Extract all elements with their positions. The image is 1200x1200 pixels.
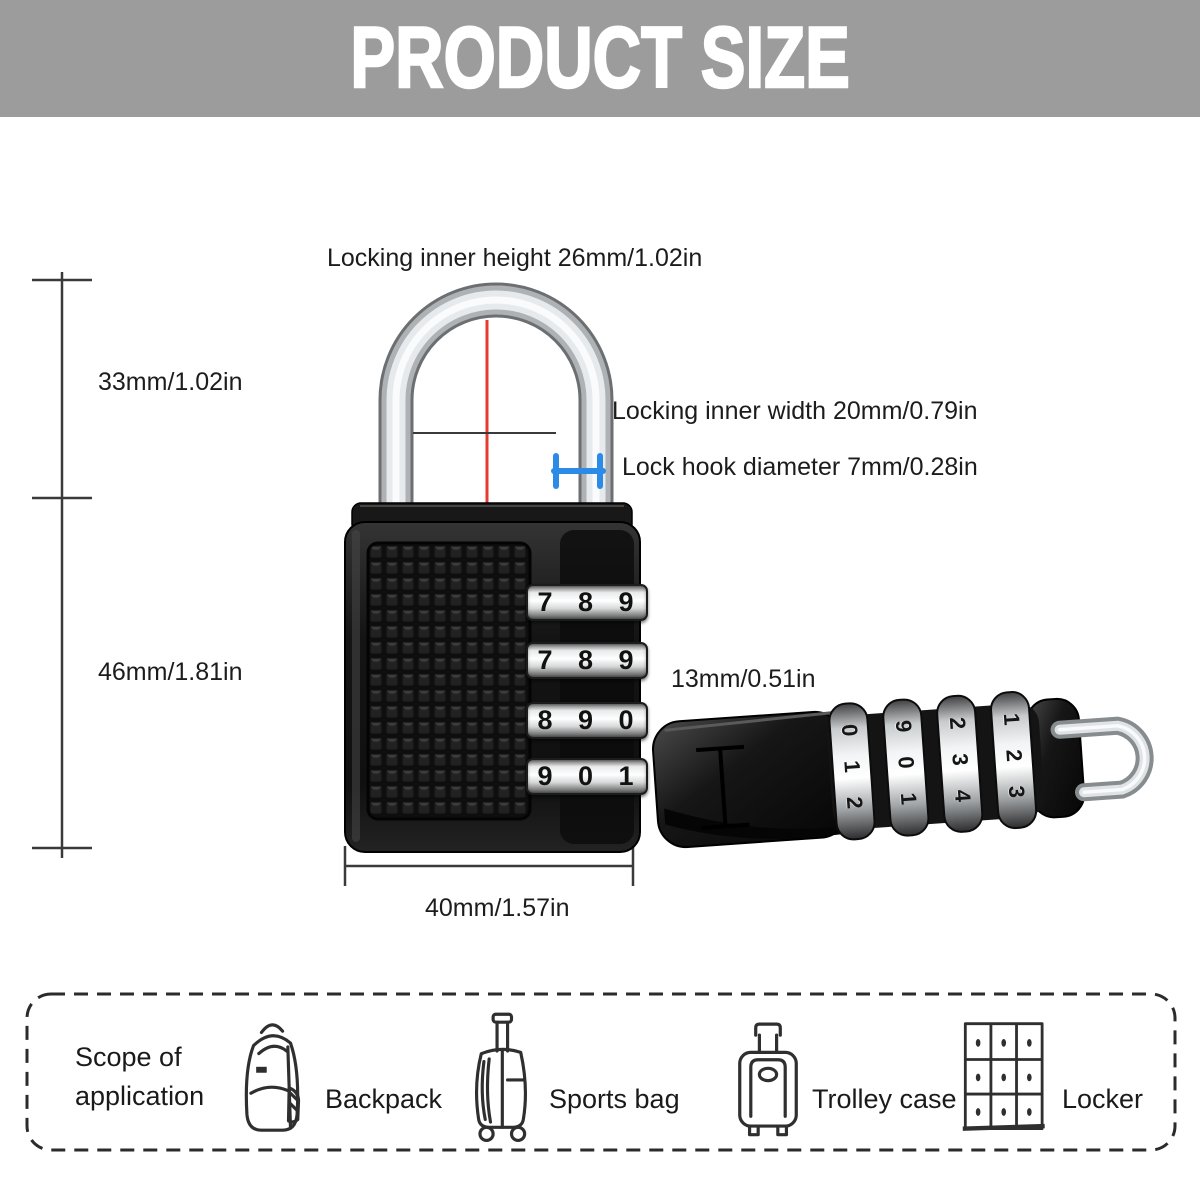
main-dial-row-2: 7 8 9 xyxy=(526,642,648,679)
banner: PRODUCT SIZE xyxy=(0,0,1200,117)
side-thickness-marker xyxy=(695,744,750,830)
sports-bag-label: Sports bag xyxy=(549,1084,680,1114)
label-inner-height: Locking inner height 26mm/1.02in xyxy=(327,244,703,272)
label-side-thickness: 13mm/0.51in xyxy=(671,665,816,693)
label-hook-diameter: Lock hook diameter 7mm/0.28in xyxy=(622,453,978,481)
label-inner-width: Locking inner width 20mm/0.79in xyxy=(612,397,978,425)
hook-diameter-marker xyxy=(551,453,606,489)
backpack-label: Backpack xyxy=(325,1084,443,1114)
backpack-icon xyxy=(228,1014,316,1146)
bottom-dimension-line xyxy=(343,846,635,886)
side-lock xyxy=(652,691,1154,849)
label-body-width: 40mm/1.57in xyxy=(425,894,570,922)
scope-of-application-label: Scope of application xyxy=(75,1042,205,1111)
locker-icon xyxy=(955,1016,1055,1144)
label-body-height: 46mm/1.81in xyxy=(98,658,243,686)
left-dimension-line xyxy=(32,272,92,858)
locker-label: Locker xyxy=(1062,1084,1144,1114)
trolley-case-label: Trolley case xyxy=(812,1084,957,1114)
main-dial-row-1: 7 8 9 xyxy=(526,584,648,621)
page-title: PRODUCT SIZE xyxy=(349,9,850,108)
application-box-border xyxy=(25,992,1177,1152)
padlock-shackle xyxy=(378,282,614,545)
label-shackle-height: 33mm/1.02in xyxy=(98,368,243,396)
main-dial-row-4: 9 0 1 xyxy=(526,758,648,795)
main-dial-row-3: 8 9 0 xyxy=(526,702,648,739)
sports-bag-icon xyxy=(455,1008,547,1148)
side-lock-dials xyxy=(828,691,1038,841)
trolley-case-icon xyxy=(725,1010,811,1150)
